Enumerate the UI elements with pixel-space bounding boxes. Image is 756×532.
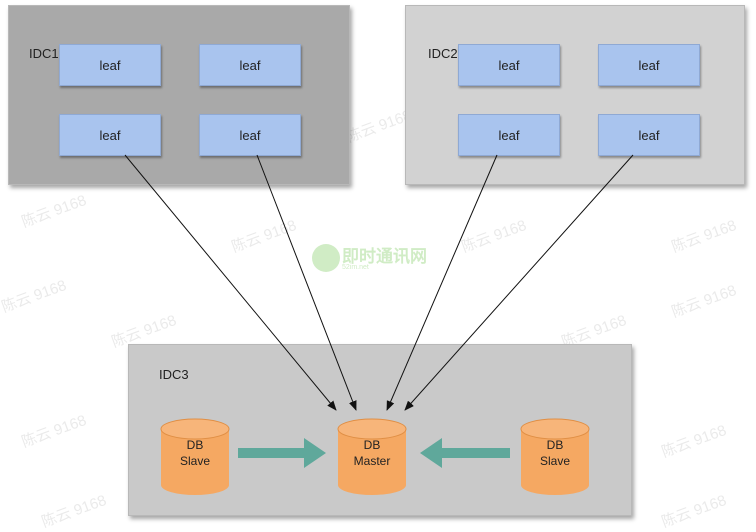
- leaf-to-master-arrow: [404, 154, 634, 411]
- database-cylinder-icon: [520, 418, 590, 495]
- logo-sub-text: 52im.net: [342, 264, 369, 271]
- db-slave-left-line2: Slave: [179, 454, 211, 468]
- logo-icon: [312, 244, 340, 272]
- database-cylinder-icon: [160, 418, 230, 495]
- site-logo: 即时通讯网 52im.net: [312, 242, 452, 278]
- db-slave-left-line1: DB: [186, 438, 204, 452]
- db-master-line1: DB: [363, 438, 381, 452]
- leaf-to-master-arrow: [124, 154, 337, 411]
- idc3-container: IDC3 DB Slave DB Master DB Slave: [128, 344, 632, 516]
- idc2-label: IDC2: [428, 46, 458, 61]
- leaf-node: leaf: [59, 114, 161, 156]
- leaf-node: leaf: [199, 114, 301, 156]
- db-slave-left: DB Slave: [159, 417, 231, 497]
- idc1-container: IDC1 leaf leaf leaf leaf: [8, 5, 350, 185]
- db-master: DB Master: [336, 417, 408, 497]
- db-slave-right-line1: DB: [546, 438, 564, 452]
- idc2-container: IDC2 leaf leaf leaf leaf: [405, 5, 745, 185]
- leaf-node: leaf: [598, 44, 700, 86]
- leaf-node: leaf: [458, 44, 560, 86]
- idc3-label: IDC3: [159, 367, 189, 382]
- leaf-to-master-arrow: [256, 154, 357, 411]
- leaf-node: leaf: [458, 114, 560, 156]
- idc1-label: IDC1: [29, 46, 59, 61]
- leaf-node: leaf: [59, 44, 161, 86]
- db-slave-right: DB Slave: [519, 417, 591, 497]
- database-cylinder-icon: [337, 418, 407, 495]
- leaf-node: leaf: [598, 114, 700, 156]
- logo-main-text: 即时通讯网: [342, 247, 427, 266]
- replication-arrow-right: [238, 438, 326, 468]
- leaf-node: leaf: [199, 44, 301, 86]
- replication-arrow-left: [420, 438, 510, 468]
- db-slave-right-line2: Slave: [539, 454, 571, 468]
- leaf-to-master-arrow: [386, 154, 498, 411]
- db-master-line2: Master: [353, 454, 391, 468]
